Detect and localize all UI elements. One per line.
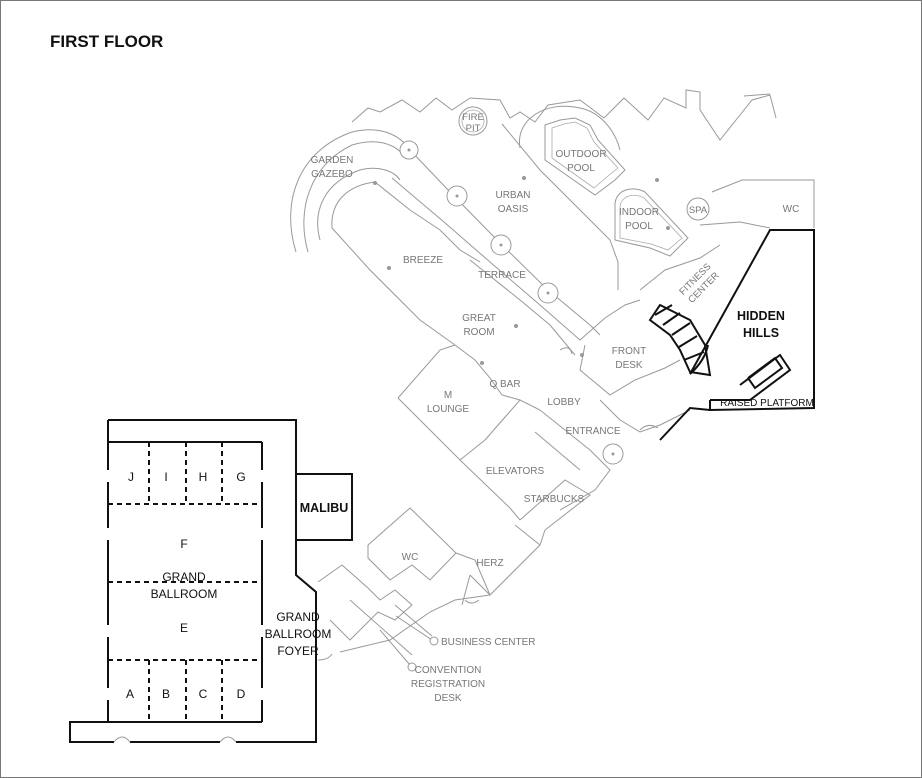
label-front-desk-1: FRONT (612, 346, 646, 357)
label-section-j: J (128, 470, 134, 484)
label-m-lounge-2: LOUNGE (427, 404, 470, 415)
label-fire-pit-2: PIT (466, 123, 481, 134)
label-starbucks: STARBUCKS (524, 494, 585, 505)
label-section-i: I (164, 470, 167, 484)
label-wc-top: WC (783, 204, 800, 215)
label-section-a: A (126, 687, 134, 701)
room-labels: GARDEN GAZEBO FIRE PIT OUTDOOR POOL INDO… (126, 112, 814, 704)
label-m-lounge-1: M (444, 390, 452, 401)
label-hidden-hills-1: HIDDEN (737, 309, 785, 323)
grand-ballroom (69, 419, 353, 744)
label-outdoor-pool-2: POOL (567, 163, 595, 174)
label-terrace: TERRACE (478, 270, 526, 281)
label-indoor-pool-1: INDOOR (619, 207, 659, 218)
label-front-desk-2: DESK (615, 360, 643, 371)
label-convention-1: CONVENTION (415, 665, 482, 676)
label-malibu: MALIBU (300, 501, 349, 515)
label-garden-gazebo-1: GARDEN (311, 155, 354, 166)
label-grand-ballroom-2: BALLROOM (151, 587, 218, 601)
label-foyer-2: BALLROOM (265, 627, 332, 641)
hidden-hills-room (648, 229, 815, 441)
label-convention-2: REGISTRATION (411, 679, 485, 690)
label-urban-oasis-1: URBAN (495, 190, 530, 201)
label-great-room-2: ROOM (463, 327, 494, 338)
label-wc-lower: WC (402, 552, 419, 563)
label-entrance: ENTRANCE (565, 426, 620, 437)
label-section-b: B (162, 687, 170, 701)
callout-markers (379, 615, 439, 672)
map-title: FIRST FLOOR (50, 32, 163, 51)
label-section-c: C (199, 687, 208, 701)
label-foyer-3: FOYER (277, 644, 319, 658)
label-garden-gazebo-2: GAZEBO (311, 169, 353, 180)
label-convention-3: DESK (434, 693, 462, 704)
label-section-f: F (180, 537, 187, 551)
label-section-e: E (180, 621, 188, 635)
label-foyer-1: GRAND (276, 610, 320, 624)
label-spa: SPA (689, 205, 708, 216)
label-section-d: D (237, 687, 246, 701)
label-great-room-1: GREAT (462, 313, 496, 324)
label-section-g: G (236, 470, 245, 484)
label-elevators: ELEVATORS (486, 466, 545, 477)
label-hidden-hills-2: HILLS (743, 326, 779, 340)
map-dots (373, 176, 670, 365)
label-indoor-pool-2: POOL (625, 221, 653, 232)
label-outdoor-pool-1: OUTDOOR (555, 149, 606, 160)
main-building-walls (290, 89, 815, 661)
label-business-center: BUSINESS CENTER (441, 637, 535, 648)
label-urban-oasis-2: OASIS (498, 204, 529, 215)
label-lobby: LOBBY (547, 397, 581, 408)
label-grand-ballroom-1: GRAND (162, 570, 206, 584)
label-section-h: H (199, 470, 208, 484)
walkway-pillars (399, 140, 624, 465)
label-raised-platform: RAISED PLATFORM (720, 398, 814, 409)
label-fire-pit-1: FIRE (462, 112, 484, 123)
label-q-bar: Q BAR (489, 379, 520, 390)
label-herz: HERZ (476, 558, 503, 569)
label-breeze: BREEZE (403, 255, 443, 266)
